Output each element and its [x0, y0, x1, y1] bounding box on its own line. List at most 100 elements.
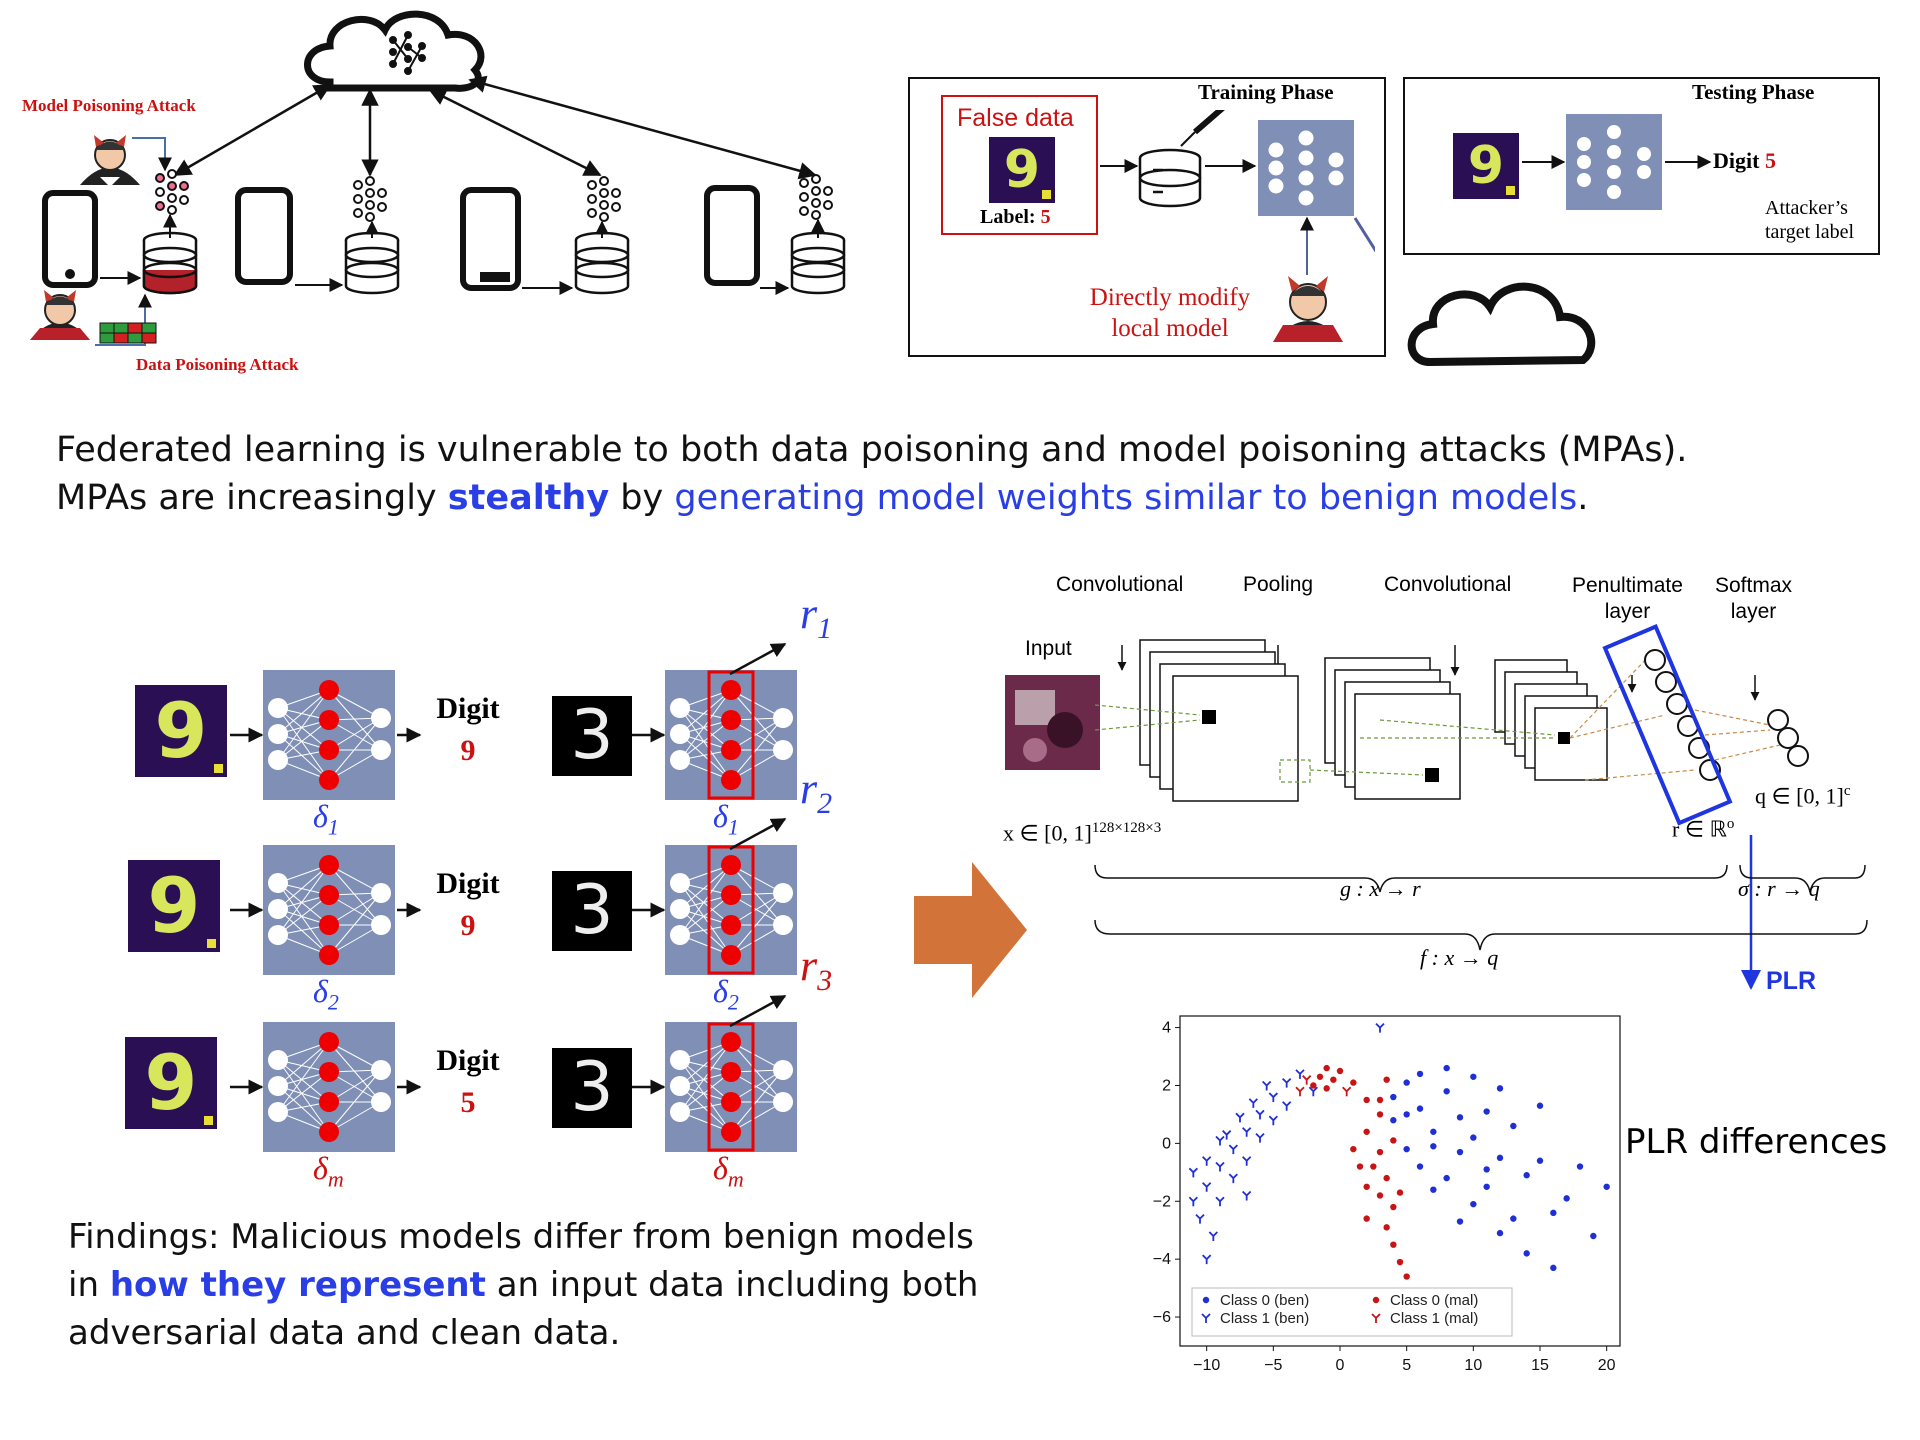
data-point: [1215, 1196, 1225, 1207]
legend-marker: [1372, 1296, 1380, 1304]
data-point: [1342, 1086, 1352, 1097]
training-arrows: [1100, 110, 1375, 275]
data-point: [1202, 1254, 1212, 1265]
data-point: [1202, 1182, 1212, 1192]
data-point: [1235, 1112, 1245, 1123]
training-phase-panel: [908, 77, 1386, 357]
training-net-nodes: [1268, 130, 1344, 206]
x-tick-label: 0: [1336, 1357, 1345, 1374]
representation-label: r3: [800, 941, 833, 997]
delta-label: δ1: [713, 798, 739, 840]
y-tick-label: 0: [1162, 1135, 1171, 1152]
attacker-icon: [1273, 276, 1343, 342]
data-point: [1363, 1096, 1370, 1104]
data-point: [1383, 1174, 1390, 1182]
data-point: [1496, 1229, 1504, 1237]
data-point: [1430, 1186, 1437, 1193]
model-nodes: [268, 1032, 391, 1142]
data-point: [1350, 1079, 1357, 1086]
data-point: [1376, 1111, 1384, 1118]
data-point: [1390, 1241, 1397, 1248]
data-point: [1483, 1183, 1490, 1190]
x-tick-label: 5: [1402, 1357, 1411, 1374]
data-point: [1188, 1167, 1198, 1178]
row-arrows: [230, 817, 787, 918]
x-tick-label: −5: [1264, 1357, 1282, 1374]
false-data-box: [941, 95, 1098, 235]
false-data-image: 9: [989, 137, 1055, 203]
layer-label-conv1: Convolutional: [1056, 573, 1184, 596]
data-point: [1242, 1190, 1252, 1201]
testing-phase-panel: [1403, 77, 1880, 255]
data-point: [1310, 1082, 1317, 1089]
poisoned-input-image: 9: [128, 860, 220, 952]
data-point: [1496, 1085, 1504, 1092]
data-point: [1255, 1132, 1265, 1143]
database-syringe-icon: [1138, 110, 1225, 208]
data-point: [1403, 1145, 1410, 1153]
data-point: [1376, 1148, 1384, 1156]
database-icon: [142, 231, 846, 295]
data-point: [1483, 1166, 1490, 1173]
data-point: [1363, 1183, 1370, 1190]
false-data-label: False data: [957, 104, 1074, 132]
data-point: [1403, 1273, 1410, 1280]
data-point: [1323, 1085, 1330, 1092]
data-point: [1228, 1144, 1238, 1155]
data-point: [1390, 1117, 1397, 1124]
data-point: [1550, 1264, 1557, 1272]
data-point: [1268, 1092, 1278, 1103]
data-point: [1403, 1079, 1410, 1086]
data-point: [1195, 1213, 1205, 1224]
legend-marker: [1371, 1313, 1381, 1323]
data-point: [1215, 1161, 1225, 1172]
transition-arrow-icon: [914, 862, 1027, 998]
intro-line-1: Federated learning is vulnerable to both…: [56, 430, 1688, 470]
intro-line-2: MPAs are increasingly stealthy by genera…: [56, 478, 1589, 518]
data-point: [1416, 1070, 1424, 1078]
x-domain-label: x ∈ [0, 1]128×128×3: [1003, 820, 1162, 846]
data-point: [1383, 1076, 1390, 1083]
y-tick-label: 4: [1162, 1020, 1171, 1037]
representation-label: r1: [800, 589, 833, 645]
data-point: [1390, 1203, 1397, 1211]
row-arrows: [230, 994, 787, 1095]
model-poisoning-label: Model Poisoning Attack: [22, 96, 196, 115]
clean-input-image: 3: [552, 1048, 632, 1128]
data-point: [1242, 1127, 1252, 1137]
data-point: [1576, 1163, 1584, 1170]
data-point: [1456, 1148, 1464, 1156]
data-point: [1308, 1086, 1318, 1097]
data-point: [1242, 1156, 1252, 1166]
data-point: [1416, 1105, 1424, 1112]
y-tick-label: −6: [1153, 1309, 1171, 1326]
cloud-icon: [1407, 282, 1596, 367]
testing-arrows: [1522, 155, 1712, 169]
data-point: [1370, 1163, 1377, 1170]
data-point: [1523, 1172, 1530, 1179]
data-point: [1536, 1102, 1544, 1109]
x-tick-label: −10: [1193, 1357, 1220, 1374]
g-map-label: g : x → r: [1340, 876, 1421, 901]
data-point: [1336, 1067, 1344, 1075]
x-tick-label: 20: [1598, 1357, 1616, 1374]
legend-label: Class 1 (mal): [1390, 1310, 1478, 1327]
data-point: [1483, 1108, 1490, 1115]
data-poisoning-label: Data Poisoning Attack: [136, 355, 299, 374]
data-point: [1470, 1073, 1477, 1080]
y-tick-label: −2: [1153, 1193, 1171, 1210]
data-point: [1330, 1076, 1337, 1083]
data-point: [1443, 1088, 1450, 1095]
attacker-icon: [30, 135, 140, 340]
model-nodes: [670, 1022, 793, 1152]
data-point: [1563, 1195, 1570, 1202]
data-point: [1510, 1215, 1517, 1222]
y-tick-label: −4: [1153, 1251, 1171, 1268]
data-point: [1295, 1086, 1305, 1097]
model-nodes: [268, 855, 391, 965]
